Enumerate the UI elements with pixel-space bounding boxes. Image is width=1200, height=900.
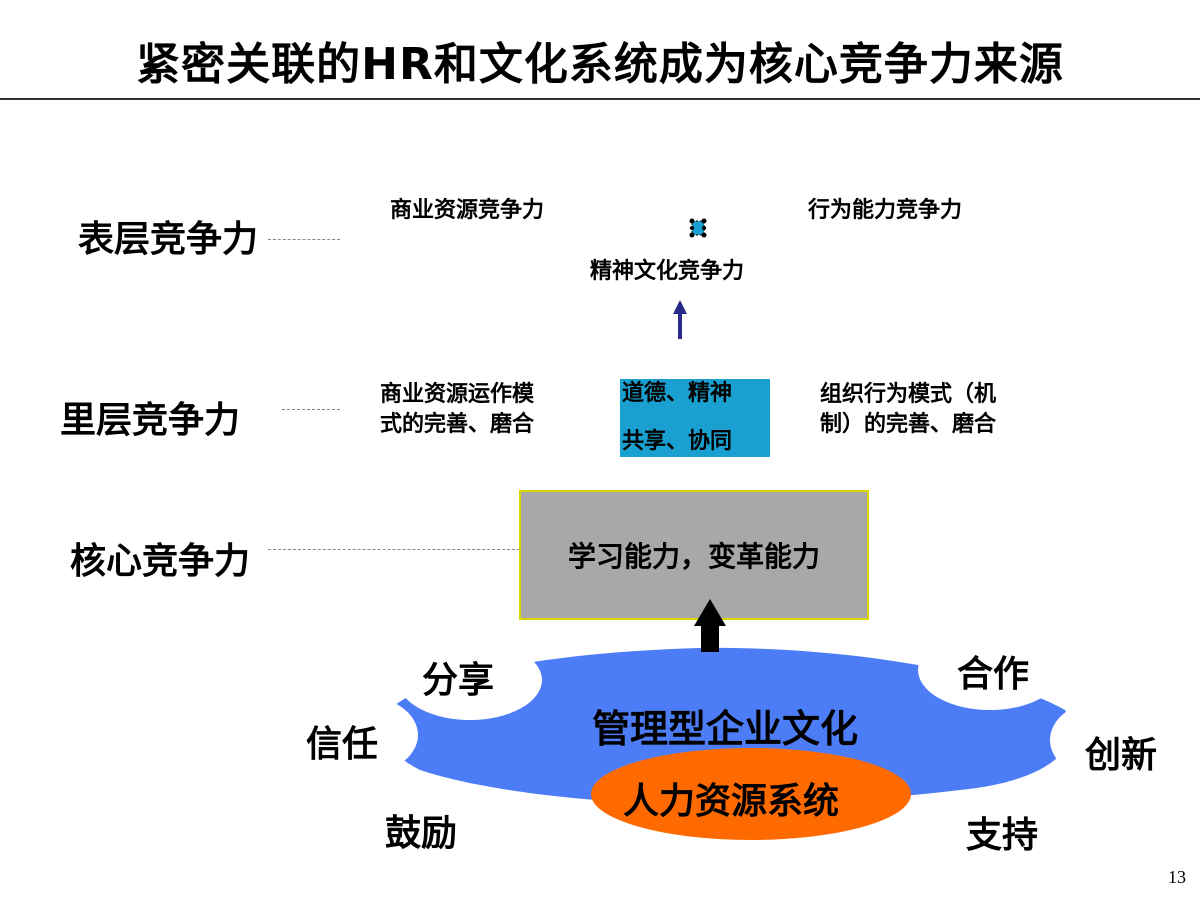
inner-item-business: 商业资源运作模 式的完善、磨合 — [380, 380, 580, 440]
notch-right — [1050, 700, 1160, 780]
notch-top-right — [918, 630, 1062, 710]
core-up-arrow-icon — [694, 599, 726, 652]
up-arrow-icon — [673, 300, 687, 339]
inner-item-behavior: 组织行为模式（机 制）的完善、磨合 — [820, 380, 1060, 440]
page-number: 13 — [1168, 867, 1186, 887]
notch-left — [302, 695, 418, 775]
title-divider — [0, 98, 1200, 100]
value-cooperate: 合作 — [957, 654, 1030, 695]
culture-blue-shape — [384, 647, 1072, 804]
inner-item-business-line2: 式的完善、磨合 — [380, 412, 535, 437]
level-surface-leader — [268, 239, 340, 240]
surface-item-spirit: 精神文化竞争力 — [590, 259, 745, 284]
level-core-leader — [268, 549, 520, 550]
value-encourage: 鼓励 — [385, 813, 458, 854]
value-trust: 信任 — [306, 724, 379, 765]
core-competence-text: 学习能力，变革能力 — [567, 540, 820, 573]
level-core-label: 核心竞争力 — [70, 541, 251, 582]
level-inner-leader — [282, 409, 340, 410]
value-innovate: 创新 — [1085, 735, 1158, 776]
inner-item-behavior-line2: 制）的完善、磨合 — [820, 412, 997, 437]
page-title: 紧密关联的HR和文化系统成为核心竞争力来源 — [136, 39, 1064, 90]
core-competence-box — [519, 490, 869, 620]
notch-top-left — [398, 640, 542, 720]
value-share: 分享 — [422, 660, 495, 701]
selection-marker-icon — [689, 218, 707, 238]
inner-item-business-line1: 商业资源运作模 — [380, 382, 535, 407]
culture-main-label: 管理型企业文化 — [592, 707, 859, 751]
value-support: 支持 — [966, 815, 1039, 856]
hr-system-label: 人力资源系统 — [623, 781, 840, 822]
surface-item-behavior: 行为能力竞争力 — [808, 198, 963, 223]
inner-item-behavior-line1: 组织行为模式（机 — [820, 382, 997, 407]
hr-system-ellipse — [591, 748, 911, 840]
inner-item-ethics-line2: 共享、协同 — [622, 429, 733, 454]
surface-item-business: 商业资源竞争力 — [390, 198, 545, 223]
inner-item-ethics-line1: 道德、精神 — [622, 381, 733, 406]
inner-item-ethics-box: 道德、精神 共享、协同 — [620, 379, 770, 457]
level-inner-label: 里层竞争力 — [60, 400, 241, 441]
level-surface-label: 表层竞争力 — [78, 219, 259, 260]
